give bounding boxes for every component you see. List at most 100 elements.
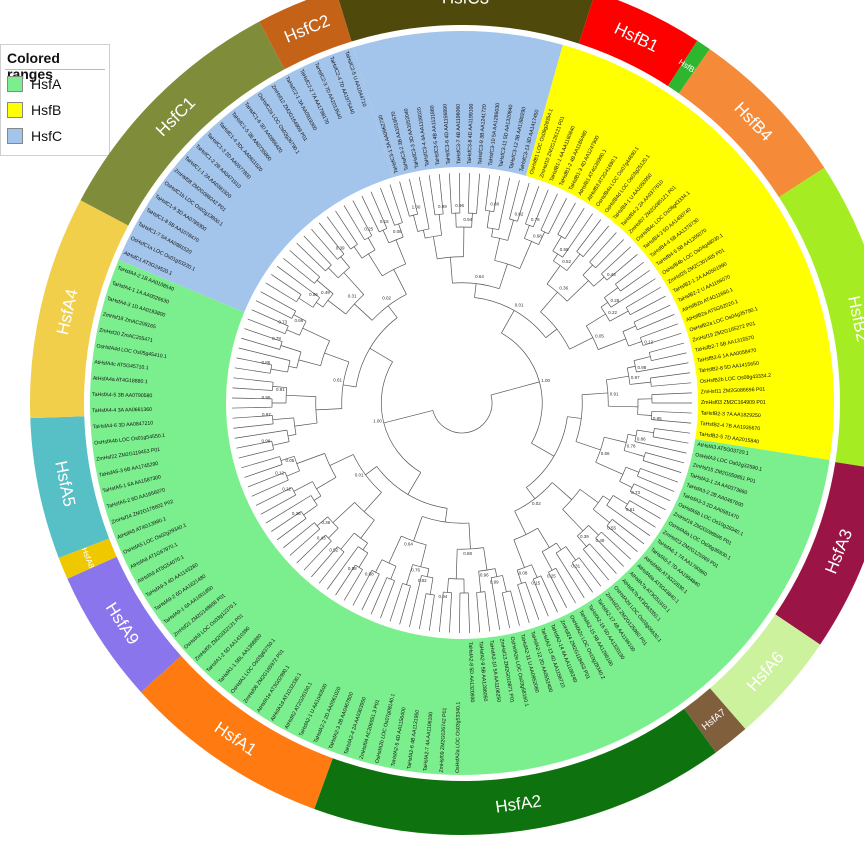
branch-line <box>244 464 283 478</box>
bootstrap-value: 0.39 <box>580 534 589 539</box>
branch-line <box>493 176 501 212</box>
branch-line <box>283 522 315 549</box>
branch-line <box>513 539 525 568</box>
branch-arc <box>354 532 368 544</box>
branch-line <box>303 540 332 571</box>
branch-arc <box>606 519 613 527</box>
branch-line <box>540 193 558 231</box>
branch-line <box>628 341 642 347</box>
branch-line <box>409 575 422 627</box>
bootstrap-value: 0.94 <box>463 217 472 222</box>
branch-line <box>380 187 395 226</box>
branch-line <box>340 256 350 268</box>
branch-line <box>316 302 324 308</box>
bootstrap-value: 0.25 <box>547 573 556 578</box>
bootstrap-value: 0.08 <box>393 229 402 234</box>
branch-line <box>630 295 666 315</box>
branch-line <box>343 384 357 388</box>
branch-line <box>393 269 407 295</box>
bootstrap-value: 0.99 <box>490 579 499 584</box>
branch-line <box>236 440 272 449</box>
bootstrap-value: 0.12 <box>275 471 284 476</box>
branch-line <box>232 406 273 409</box>
branch-line <box>625 507 656 528</box>
branch-line <box>571 562 593 593</box>
leaf-label: ZmHsf11 ZM2G086696 P01 <box>701 387 766 396</box>
bootstrap-value: 0.91 <box>610 392 619 397</box>
bootstrap-value: 0.88 <box>463 551 472 556</box>
branch-line <box>645 452 685 464</box>
branch-line <box>626 286 661 308</box>
branch-line <box>326 216 351 250</box>
leaf-label: TaHsfC3-8 4D AA1199100 <box>467 103 475 164</box>
branch-line <box>232 415 273 419</box>
branch-line <box>370 191 388 229</box>
branch-arc <box>355 564 363 570</box>
bootstrap-value: 0.15 <box>380 219 389 224</box>
branch-arc <box>514 482 553 512</box>
clade-label-hsfc3: HsfC3 <box>442 0 489 8</box>
branch-line <box>516 570 522 584</box>
branch-line <box>361 195 380 233</box>
clade-band-hsfa6 <box>709 614 821 730</box>
branch-line <box>232 397 273 400</box>
branch-arc <box>541 542 557 552</box>
branch-line <box>627 433 637 437</box>
branch-line <box>232 387 273 391</box>
branch-line <box>586 313 606 327</box>
branch-line <box>271 511 302 532</box>
branch-arc <box>517 564 532 571</box>
branch-line <box>316 477 337 490</box>
branch-line <box>510 590 520 626</box>
branch-arc <box>299 321 307 336</box>
branch-line <box>494 238 501 261</box>
branch-line <box>582 264 593 276</box>
bootstrap-value: 0.28 <box>292 511 301 516</box>
branch-line <box>649 342 685 353</box>
branch-line <box>286 329 300 336</box>
branch-line <box>476 592 481 633</box>
branch-line <box>406 564 413 585</box>
branch-line <box>485 174 491 211</box>
branch-line <box>609 310 629 322</box>
bootstrap-value: 0.76 <box>411 568 420 573</box>
bootstrap-value: 0.97 <box>262 412 271 417</box>
branch-line <box>335 564 356 596</box>
branch-arc <box>650 411 653 420</box>
branch-line <box>390 566 397 580</box>
branch-line <box>566 280 589 302</box>
clade-band-hsfc3 <box>338 0 593 44</box>
branch-line <box>636 362 689 373</box>
branch-line <box>326 546 359 590</box>
clade-band-hsfb3 <box>667 40 710 94</box>
legend-label-hsfc: HsfC <box>31 128 63 144</box>
colored-ranges <box>90 31 834 776</box>
branch-arc <box>358 546 369 554</box>
branch-line <box>519 241 532 269</box>
branch-line <box>606 375 629 381</box>
branch-line <box>327 300 347 315</box>
branch-arc <box>296 351 302 369</box>
branch-arc <box>557 233 566 239</box>
bootstrap-value: 0.25 <box>364 227 373 232</box>
branch-line <box>579 489 599 504</box>
branch-arc <box>371 293 407 321</box>
bootstrap-value: 0.15 <box>531 581 540 586</box>
branch-line <box>514 510 527 535</box>
branch-line <box>318 551 345 584</box>
bootstrap-value: 0.49 <box>596 538 605 543</box>
branch-line <box>449 592 452 633</box>
branch-line <box>276 265 320 298</box>
leaf-label: ZmHsf09 ZM2G026742 P01 <box>439 707 449 772</box>
branch-line <box>557 202 576 235</box>
branch-line <box>313 495 322 501</box>
branch-line <box>552 236 562 252</box>
bootstrap-value: 0.01 <box>355 472 364 477</box>
bootstrap-value: 0.86 <box>637 437 646 442</box>
bootstrap-value: 0.96 <box>480 572 489 577</box>
branch-line <box>328 267 339 279</box>
branch-line <box>332 502 355 523</box>
branch-arc <box>540 311 570 350</box>
branch-arc <box>501 332 543 444</box>
branch-line <box>610 278 656 308</box>
